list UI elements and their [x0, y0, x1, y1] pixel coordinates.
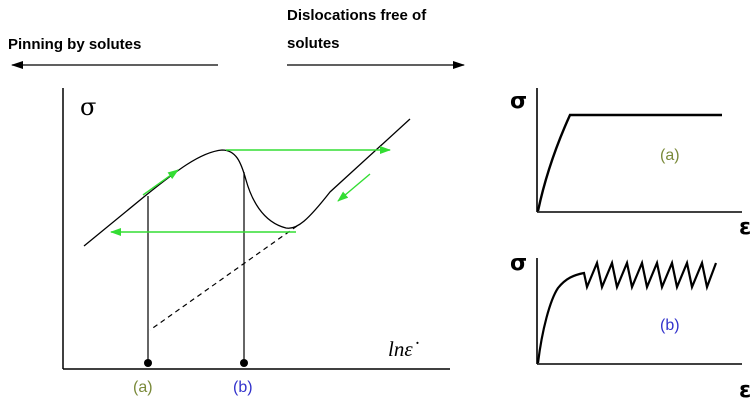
marker-a-label: (a) [133, 379, 153, 396]
inset-a-sigma-symbol: σ [510, 89, 527, 114]
inset-a-label: (a) [660, 147, 680, 164]
inset-a: σ ε (a) [510, 88, 751, 240]
green-arrow-rising [142, 169, 179, 196]
main-x-axis-label: lnε̇ [388, 337, 419, 361]
marker-b-label: (b) [233, 379, 253, 396]
green-arrow-descending [337, 173, 371, 202]
inset-b-serrated-curve [536, 259, 718, 364]
main-plot: σ lnε̇ (a) (b) [62, 88, 450, 396]
pinning-by-solutes-label: Pinning by solutes [8, 36, 141, 53]
marker-a [144, 359, 152, 367]
marker-b [240, 359, 248, 367]
dashed-extension-line [149, 225, 298, 331]
dislocations-free-label-line2: solutes [287, 35, 340, 52]
inset-b-epsilon-symbol: ε [739, 378, 751, 403]
inset-b: σ ε (b) [510, 251, 751, 403]
dislocations-free-label-line1: Dislocations free of [287, 7, 427, 24]
inset-b-sigma-symbol: σ [510, 251, 527, 276]
header: Pinning by solutes Dislocations free of … [8, 7, 465, 69]
inset-a-epsilon-symbol: ε [739, 215, 751, 240]
inset-b-label: (b) [660, 317, 680, 334]
main-sigma-symbol: σ [80, 93, 96, 121]
inset-a-curve [536, 113, 722, 212]
stress-strain-rate-curve [83, 118, 411, 247]
